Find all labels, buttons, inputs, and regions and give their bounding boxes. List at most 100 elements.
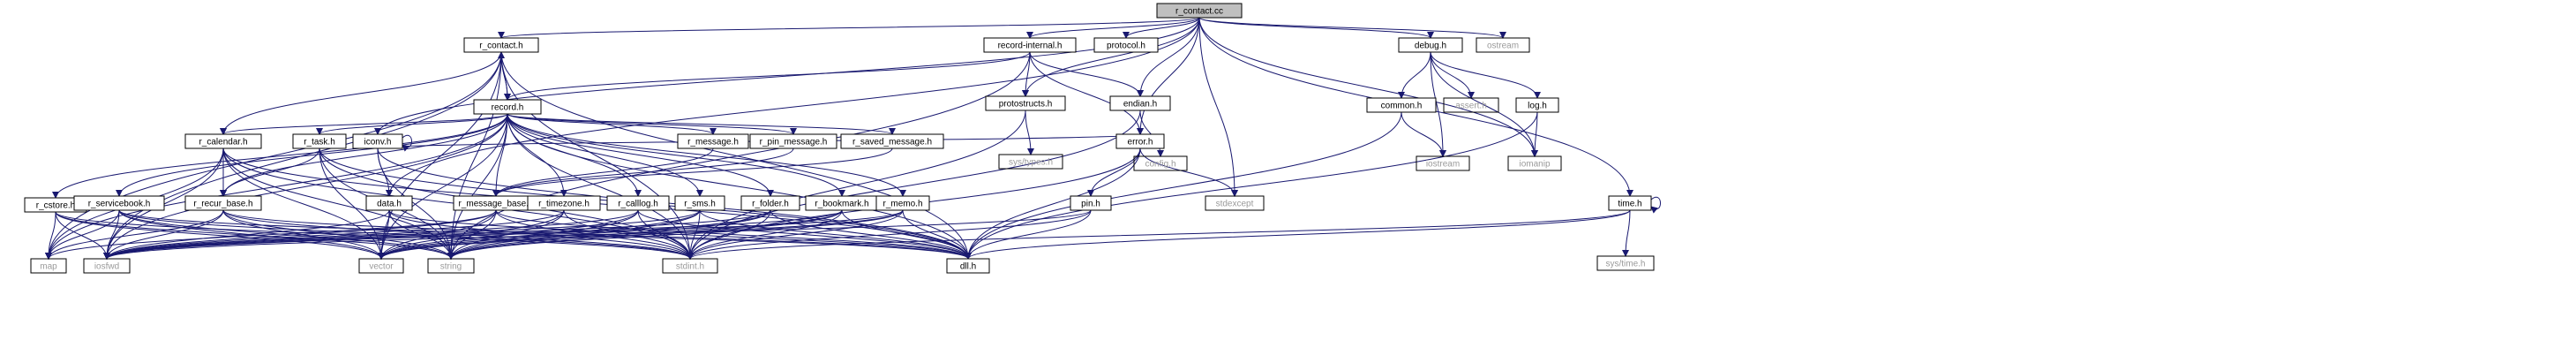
- node-label: log.h: [1528, 102, 1547, 111]
- node-label: ostream: [1487, 42, 1519, 51]
- edge-common_h-to-iostream: [1401, 111, 1446, 157]
- node-box: [527, 195, 601, 211]
- node-error-h[interactable]: error.h: [1115, 133, 1165, 149]
- node-label: dll.h: [960, 262, 976, 272]
- node-r-contact-cc[interactable]: r_contact.cc: [1156, 3, 1243, 19]
- node-record-internal-h[interactable]: record-internal.h: [983, 37, 1077, 53]
- node-common-h[interactable]: common.h: [1366, 97, 1437, 113]
- edge-r_contact_h-to-dll_h: [500, 51, 972, 260]
- node-box: [1133, 155, 1188, 171]
- node-data-h[interactable]: data.h: [365, 195, 413, 211]
- edge-r_memo_h-to-dll_h: [902, 209, 972, 260]
- edge-r_sms_h-to-vector: [378, 209, 701, 260]
- node-r-pin-message-h[interactable]: r_pin_message.h: [749, 133, 837, 149]
- node-box: [184, 195, 262, 211]
- node-box: [998, 154, 1063, 170]
- edge-time_h-to-time_h: [1650, 197, 1661, 214]
- node-r-folder-h[interactable]: r_folder.h: [740, 195, 800, 211]
- edge-record_h-to-r_message_h: [507, 113, 717, 135]
- node-r-task-h[interactable]: r_task.h: [292, 133, 347, 149]
- node-r-timezone-h[interactable]: r_timezone.h: [527, 195, 601, 211]
- edge-time_h-to-dll_h: [965, 209, 1631, 260]
- edge-r_calendar_h-to-vector: [222, 147, 385, 260]
- node-label: iosfwd: [94, 262, 119, 272]
- node-box: [83, 258, 131, 274]
- node-label: r_recur_base.h: [193, 200, 252, 209]
- edge-record_h-to-r_calllog_h: [507, 113, 642, 197]
- edge-pin_h-to-stdint_h: [687, 209, 1092, 260]
- node-r-contact-h[interactable]: r_contact.h: [463, 37, 539, 53]
- node-record-h[interactable]: record.h: [473, 99, 542, 115]
- edge-r_contact_cc-to-ostream: [1198, 17, 1506, 39]
- edge-r_folder_h-to-vector: [378, 209, 771, 260]
- edge-r_pin_message_h-to-r_message_base_h: [492, 147, 794, 197]
- node-label: r_folder.h: [752, 200, 789, 209]
- edge-time_h-to-stdint_h: [687, 209, 1631, 260]
- node-r-servicebook-h[interactable]: r_servicebook.h: [73, 195, 165, 211]
- node-r-recur-base-h[interactable]: r_recur_base.h: [184, 195, 262, 211]
- edge-record_h-to-r_cstore_h: [52, 113, 508, 199]
- edge-r_contact_cc-to-protostructs_h: [1022, 17, 1200, 97]
- node-r-message-base-h[interactable]: r_message_base.h: [453, 195, 539, 211]
- node-label: vector: [369, 262, 394, 272]
- edge-record_h-to-r_folder_h: [507, 113, 774, 197]
- edge-debug_h-to-log_h: [1430, 51, 1541, 99]
- edge-r_contact_h-to-stdint_h: [500, 51, 694, 260]
- node-protostructs-h[interactable]: protostructs.h: [985, 95, 1066, 111]
- node-stdexcept: stdexcept: [1205, 195, 1265, 211]
- node-log-h[interactable]: log.h: [1515, 97, 1559, 113]
- node-box: [677, 133, 749, 149]
- node-r-bookmark-h[interactable]: r_bookmark.h: [805, 195, 879, 211]
- node-debug-h[interactable]: debug.h: [1398, 37, 1463, 53]
- node-r-message-h[interactable]: r_message.h: [677, 133, 749, 149]
- edge-r_calllog_h-to-dll_h: [637, 209, 972, 260]
- edge-r_task_h-to-vector: [319, 147, 385, 260]
- edge-pin_h-to-dll_h: [965, 209, 1092, 260]
- edge-r_recur_base_h-to-iosfwd: [103, 209, 224, 260]
- edge-r_message_base_h-to-map: [45, 209, 497, 260]
- node-label: common.h: [1381, 102, 1423, 111]
- edge-r_contact_cc-to-debug_h: [1198, 17, 1434, 39]
- node-box: [749, 133, 837, 149]
- node-label: assert.h: [1455, 102, 1487, 111]
- edge-record_h-to-r_pin_message_h: [507, 113, 797, 135]
- edge-record_h-to-r_message_base_h: [492, 113, 508, 197]
- edge-r_contact_h-to-r_calendar_h: [220, 51, 502, 135]
- edge-r_contact_cc-to-stdexcept: [1198, 17, 1238, 197]
- edge-debug_h-to-common_h: [1398, 51, 1431, 99]
- node-box: [358, 258, 404, 274]
- node-vector: vector: [358, 258, 404, 274]
- edge-record_h-to-iosfwd: [103, 113, 508, 260]
- node-r-calendar-h[interactable]: r_calendar.h: [184, 133, 262, 149]
- edge-r_calllog_h-to-stdint_h: [637, 209, 694, 260]
- node-label: time.h: [1618, 200, 1641, 209]
- node-label: r_calendar.h: [199, 138, 247, 147]
- node-sys-types-h: sys/types.h: [998, 154, 1063, 170]
- node-label: stdint.h: [676, 262, 704, 272]
- edge-pin_h-to-iosfwd: [103, 209, 1092, 260]
- node-box: [1608, 195, 1652, 211]
- edge-r_sms_h-to-dll_h: [699, 209, 972, 260]
- node-iconv-h[interactable]: iconv.h: [352, 133, 403, 149]
- node-r-memo-h[interactable]: r_memo.h: [875, 195, 930, 211]
- node-box: [1366, 97, 1437, 113]
- node-r-calllog-h[interactable]: r_calllog.h: [606, 195, 670, 211]
- edge-record_h-to-r_contact_h: [498, 51, 508, 101]
- node-endian-h[interactable]: endian.h: [1109, 95, 1171, 111]
- edge-iconv_h-to-dll_h: [377, 147, 972, 260]
- edge-log_h-to-dll_h: [965, 111, 1538, 260]
- node-label: sys/time.h: [1605, 260, 1645, 269]
- edge-r_contact_cc-to-protocol_h: [1123, 17, 1200, 39]
- edge-record_h-to-r_bookmark_h: [507, 113, 845, 197]
- node-pin-h[interactable]: pin.h: [1070, 195, 1112, 211]
- node-box: [840, 133, 944, 149]
- node-dll-h[interactable]: dll.h: [946, 258, 990, 274]
- edge-r_folder_h-to-dll_h: [770, 209, 972, 260]
- node-r-sms-h[interactable]: r_sms.h: [674, 195, 725, 211]
- node-r-saved-message-h[interactable]: r_saved_message.h: [840, 133, 944, 149]
- node-box: [875, 195, 930, 211]
- node-label: r_calllog.h: [618, 200, 658, 209]
- node-time-h[interactable]: time.h: [1608, 195, 1652, 211]
- node-protocol-h[interactable]: protocol.h: [1093, 37, 1159, 53]
